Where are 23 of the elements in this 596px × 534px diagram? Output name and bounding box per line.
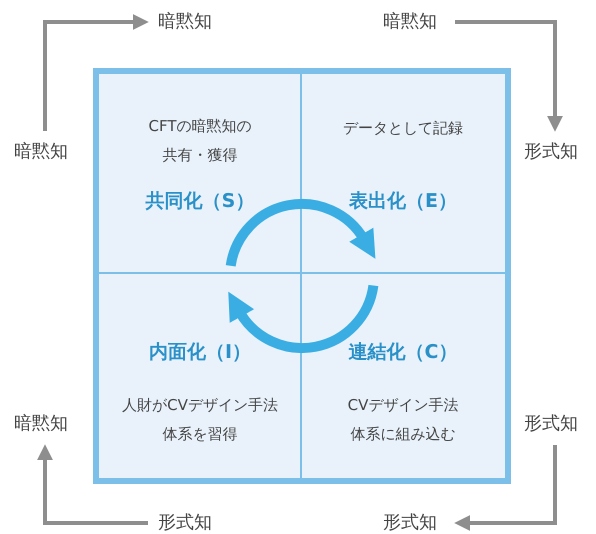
curved-arrow bbox=[227, 284, 378, 353]
quadrant-heading: 連結化（C） bbox=[348, 340, 458, 365]
quadrant-heading: 共同化（S） bbox=[146, 189, 254, 214]
knowledge-label: 暗黙知 bbox=[14, 413, 68, 435]
knowledge-label: 暗黙知 bbox=[158, 11, 212, 33]
arrow bbox=[455, 20, 563, 132]
quadrant-description: 人財がCVデザイン手法体系を習得 bbox=[122, 395, 278, 445]
knowledge-label: 形式知 bbox=[383, 512, 437, 534]
arrow bbox=[37, 444, 148, 525]
arrow bbox=[454, 445, 557, 531]
knowledge-label: 形式知 bbox=[524, 413, 578, 435]
matrix-frame bbox=[93, 68, 511, 484]
quadrant-description: データとして記録 bbox=[343, 118, 463, 139]
quadrant-description: CVデザイン手法体系に組み込む bbox=[348, 395, 458, 445]
knowledge-label: 形式知 bbox=[158, 512, 212, 534]
knowledge-label: 暗黙知 bbox=[383, 11, 437, 33]
quadrant-description: CFTの暗黙知の共有・獲得 bbox=[148, 116, 252, 166]
knowledge-label: 形式知 bbox=[524, 141, 578, 163]
quadrant-heading: 内面化（I） bbox=[148, 340, 252, 365]
arrow bbox=[43, 14, 149, 131]
curved-arrow bbox=[226, 199, 377, 267]
knowledge-label: 暗黙知 bbox=[14, 141, 68, 163]
quadrant-heading: 表出化（E） bbox=[349, 189, 457, 214]
